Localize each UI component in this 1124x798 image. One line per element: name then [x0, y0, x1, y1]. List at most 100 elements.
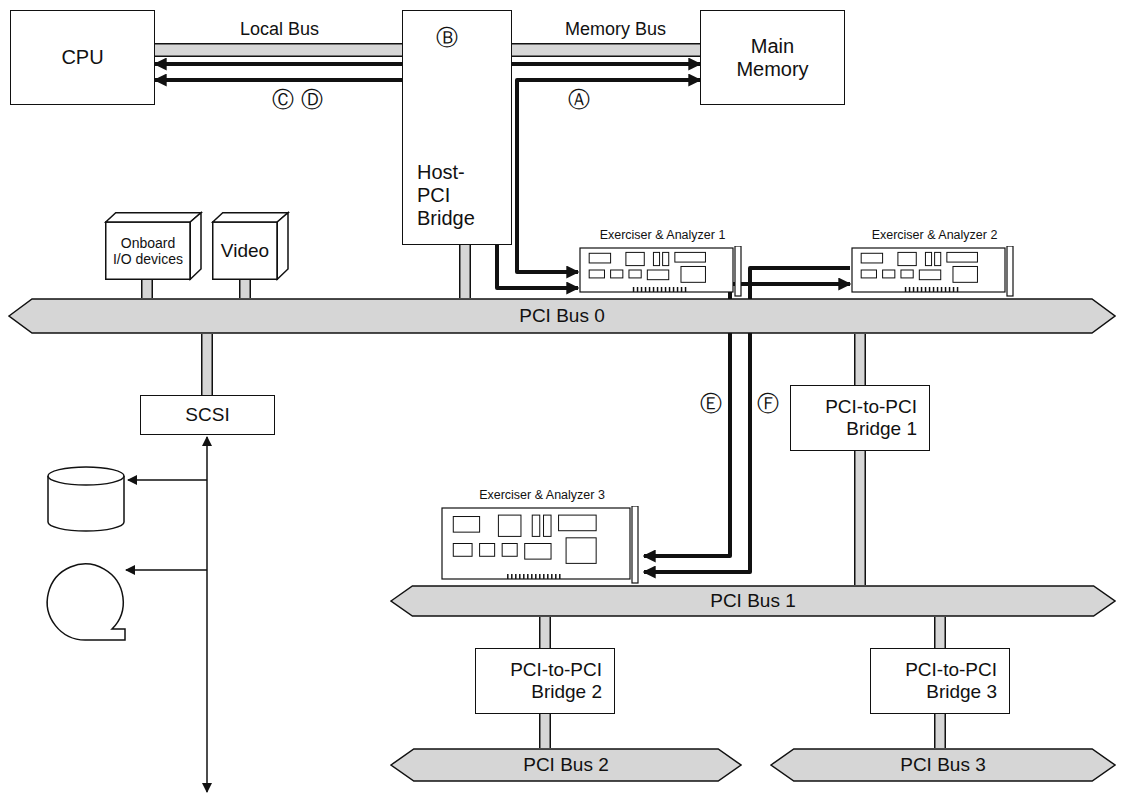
edge-finger — [519, 574, 521, 579]
bus-fill — [541, 714, 550, 748]
node-label: Video — [221, 240, 269, 262]
node-label: PCI Bus 1 — [710, 590, 796, 612]
edge-finger — [941, 287, 943, 292]
tape-link — [126, 569, 207, 571]
edge-finger — [641, 287, 643, 292]
disk-link — [128, 479, 207, 481]
card-board — [580, 248, 733, 292]
bus-outline — [141, 280, 153, 298]
node-label: PCI-to-PCI Bridge 1 — [805, 396, 917, 440]
analyzer-card: Exerciser & Analyzer 2 — [850, 228, 1019, 298]
edge-finger — [515, 574, 517, 579]
edge-finger — [559, 574, 561, 579]
scsi-cable — [206, 437, 208, 792]
edge-finger — [653, 287, 655, 292]
bus-outline — [459, 245, 471, 298]
card-chip — [935, 252, 941, 265]
bus-link — [940, 714, 941, 748]
edge-finger — [953, 287, 955, 292]
node-label: PCI Bus 3 — [900, 754, 986, 776]
box-top — [106, 213, 201, 222]
card-chip — [453, 517, 479, 533]
card-chip — [453, 544, 472, 557]
bus-fill — [143, 280, 152, 298]
box-front — [213, 222, 278, 279]
transfer-arrow — [155, 80, 578, 288]
card-chip — [502, 544, 517, 557]
edge-finger — [555, 574, 557, 579]
card-outline — [578, 246, 747, 298]
bridge-box: PCI-to-PCI Bridge 1 — [790, 385, 930, 451]
node-label: PCI Bus 0 — [519, 305, 605, 327]
bus-link — [860, 334, 861, 385]
node-label: CPU — [61, 46, 103, 69]
edge-finger — [633, 287, 635, 292]
bus-outline — [155, 43, 402, 57]
bus-shape — [771, 749, 1115, 781]
bus-fill — [512, 45, 700, 56]
edge-finger — [531, 574, 533, 579]
card-graphic — [852, 246, 1013, 296]
transfer-arrow — [517, 80, 700, 272]
node-label: SCSI — [185, 404, 229, 426]
node-label: PCI Bus 2 — [523, 754, 609, 776]
edge-finger — [547, 574, 549, 579]
edge-finger — [945, 287, 947, 292]
edge-finger — [937, 287, 939, 292]
edge-finger — [507, 574, 509, 579]
edge-finger — [925, 287, 927, 292]
disk-symbol — [48, 467, 124, 531]
bus-link — [155, 50, 402, 51]
arrow-line — [517, 80, 700, 272]
card-label: Exerciser & Analyzer 2 — [850, 228, 1019, 242]
card-bracket — [1007, 246, 1013, 296]
edge-finger — [921, 287, 923, 292]
card-chip — [626, 252, 644, 265]
box-side — [277, 213, 288, 280]
edge-finger — [511, 574, 513, 579]
bus-fill — [241, 280, 250, 298]
bus-outline — [854, 334, 866, 385]
bus-link — [860, 451, 861, 585]
bus-fill — [155, 45, 402, 56]
edge-finger — [637, 287, 639, 292]
card-chip — [532, 515, 540, 536]
card-chip — [898, 252, 916, 265]
edge-finger — [645, 287, 647, 292]
bridge-box: PCI-to-PCI Bridge 2 — [475, 648, 615, 714]
memory-box: Main Memory — [700, 10, 845, 105]
tape-symbol — [47, 564, 125, 640]
card-chip — [947, 252, 978, 262]
bus-fill — [856, 451, 865, 585]
callout-letter: Ⓔ — [700, 392, 722, 416]
bus-outline — [854, 451, 866, 585]
callout-letter: Ⓐ — [568, 88, 590, 112]
card-chip — [566, 538, 596, 564]
bus-link — [147, 280, 148, 298]
bus-fill — [461, 245, 470, 298]
bus-outline — [512, 43, 700, 57]
edge-finger — [551, 574, 553, 579]
edge-finger — [909, 287, 911, 292]
card-chip — [675, 252, 706, 262]
edge-finger — [677, 287, 679, 292]
edge-finger — [905, 287, 907, 292]
card-chip — [544, 515, 552, 536]
bus-fill — [203, 334, 212, 395]
edge-finger — [673, 287, 675, 292]
card-chip — [953, 266, 977, 282]
node-label: Main Memory — [723, 35, 823, 81]
card-chip — [919, 270, 940, 280]
bus-link — [245, 280, 246, 298]
card-chip — [525, 544, 551, 560]
bus-outline — [934, 714, 946, 748]
edge-finger — [913, 287, 915, 292]
card-chip — [559, 515, 597, 531]
edge-finger — [665, 287, 667, 292]
arrow-line — [155, 80, 578, 288]
edge-finger — [957, 287, 959, 292]
bus-band: PCI Bus 3 — [770, 748, 1116, 782]
analyzer-card: Exerciser & Analyzer 3 — [440, 488, 644, 585]
card-bracket — [735, 246, 741, 296]
